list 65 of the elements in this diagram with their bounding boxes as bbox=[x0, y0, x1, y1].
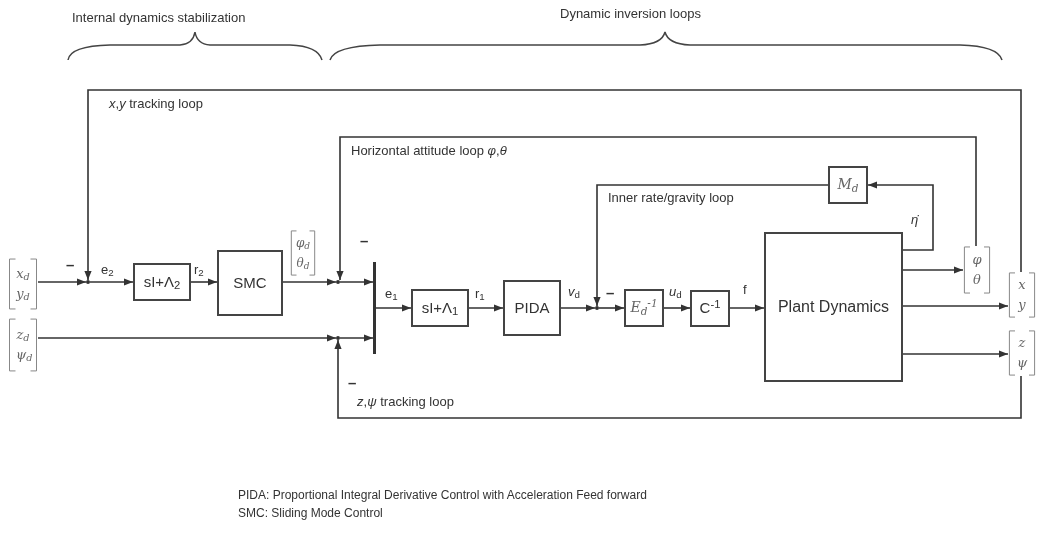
footnote: SMC: Sliding Mode Control bbox=[238, 505, 383, 522]
arrow bbox=[336, 136, 977, 281]
block bbox=[133, 263, 191, 301]
arrow bbox=[560, 304, 596, 312]
arrow bbox=[37, 334, 337, 342]
vector-entries: x$_{d}$ y$_{d}$ bbox=[16, 265, 30, 304]
block-label: M$_{d}$ bbox=[837, 176, 859, 194]
block-label: sI+Λ$_{1}$ bbox=[421, 298, 459, 318]
vector-bracket bbox=[963, 246, 991, 294]
arrow bbox=[598, 304, 625, 312]
block bbox=[690, 290, 730, 327]
arrow bbox=[729, 304, 765, 312]
arrow bbox=[339, 278, 374, 286]
edge-label: Inner rate/gravity loop bbox=[607, 190, 735, 207]
edge-label: Horizontal attitude loop φ,θ bbox=[350, 143, 508, 160]
block-label: Plant Dynamics bbox=[777, 297, 890, 317]
arrow bbox=[663, 304, 691, 312]
vector-bracket bbox=[8, 258, 38, 310]
arrow bbox=[89, 278, 134, 286]
block bbox=[764, 232, 903, 382]
minus-sign: – bbox=[360, 231, 369, 251]
arrow bbox=[593, 184, 829, 307]
arrow bbox=[190, 278, 218, 286]
minus-sign: – bbox=[66, 255, 75, 275]
vector-label: φ$_{d}$ θ$_{d}$ bbox=[290, 230, 316, 276]
minus-sign: – bbox=[348, 373, 357, 393]
arrow bbox=[37, 278, 87, 286]
arrow bbox=[334, 339, 1022, 419]
vector-entries: x y bbox=[1017, 276, 1027, 314]
block-label: PIDA bbox=[514, 298, 550, 318]
summing-junction bbox=[336, 280, 340, 284]
block bbox=[217, 250, 283, 316]
edge-label: z,ψ tracking loop bbox=[356, 394, 455, 411]
block-label: sI+Λ$_{2}$ bbox=[143, 272, 181, 292]
summing-junction bbox=[86, 280, 90, 284]
footnote: PIDA: Proportional Integral Derivative Control with Acceleration Feed forward bbox=[238, 487, 647, 504]
vector-entries: z$_{d}$ ψ$_{d}$ bbox=[16, 326, 30, 365]
block-label: C$^{-1}$ bbox=[699, 299, 721, 318]
block-label: SMC bbox=[233, 273, 267, 293]
arrow bbox=[902, 266, 964, 274]
arrow bbox=[468, 304, 504, 312]
arrow bbox=[902, 302, 1009, 310]
arrow bbox=[902, 350, 1009, 358]
vector-bracket bbox=[1008, 330, 1036, 376]
block bbox=[411, 289, 469, 327]
vector-bracket bbox=[8, 318, 38, 372]
arrow bbox=[339, 334, 374, 342]
block bbox=[503, 280, 561, 336]
arrow bbox=[867, 181, 934, 251]
mux-bar bbox=[373, 262, 376, 354]
summing-junction bbox=[336, 336, 340, 340]
brace-label: Internal dynamics stabilization bbox=[72, 9, 246, 27]
minus-sign: – bbox=[606, 283, 615, 303]
vector-entries: z ψ bbox=[1015, 334, 1029, 372]
edge-label: η̇ bbox=[910, 212, 920, 229]
block bbox=[624, 289, 664, 327]
arrow bbox=[282, 278, 337, 286]
vector-bracket bbox=[1008, 272, 1036, 318]
edge-label: x,y tracking loop bbox=[108, 96, 204, 113]
arrow bbox=[84, 89, 1022, 281]
arrow bbox=[375, 304, 412, 312]
summing-junction bbox=[595, 306, 599, 310]
block bbox=[828, 166, 868, 204]
vector-entries: φ θ bbox=[971, 251, 983, 289]
brace-label: Dynamic inversion loops bbox=[560, 5, 701, 23]
